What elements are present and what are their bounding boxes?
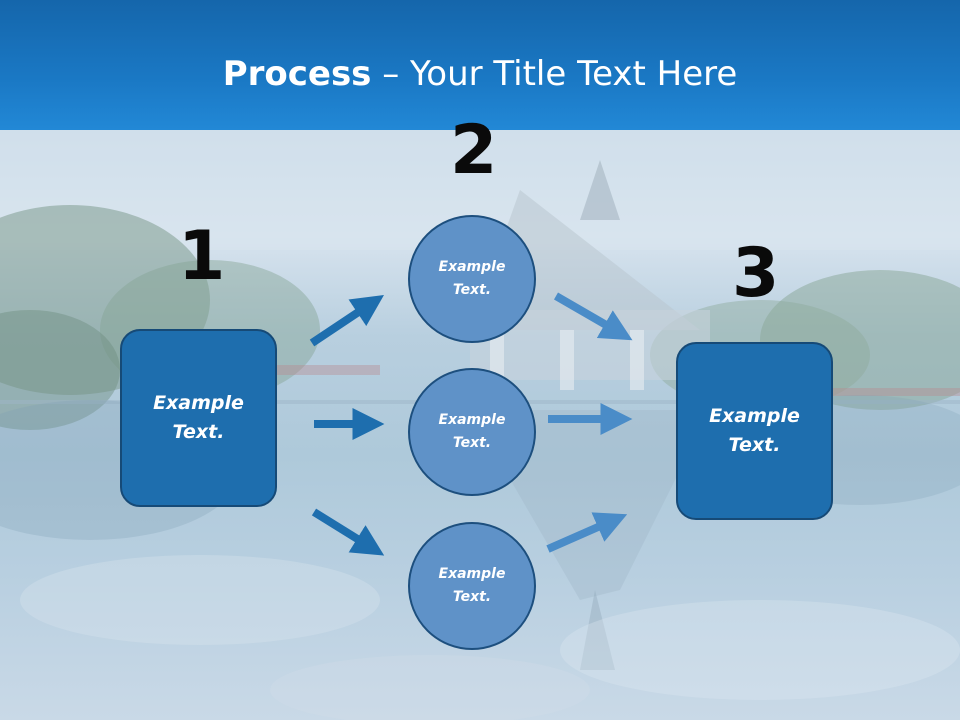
- step-3-box: Example Text.: [676, 342, 833, 520]
- step-number-1: 1: [178, 217, 226, 296]
- arrow-from-circle-top: [553, 292, 633, 341]
- step-2-circle-middle: Example Text.: [408, 368, 536, 496]
- slide-title: Process – Your Title Text Here: [0, 52, 960, 96]
- step-2-circle-bottom: Example Text.: [408, 522, 536, 650]
- step-number-3: 3: [732, 234, 780, 313]
- step-1-box: Example Text.: [120, 329, 277, 507]
- title-rest-part: – Your Title Text Here: [371, 54, 738, 94]
- title-band: [0, 0, 960, 130]
- step-2-circle-top: Example Text.: [408, 215, 536, 343]
- arrow-from-circle-bottom: [546, 512, 628, 553]
- arrow-to-circle-bottom: [311, 508, 385, 556]
- step-number-2: 2: [450, 111, 498, 190]
- arrow-to-circle-top: [309, 295, 384, 347]
- title-bold-part: Process: [222, 54, 372, 94]
